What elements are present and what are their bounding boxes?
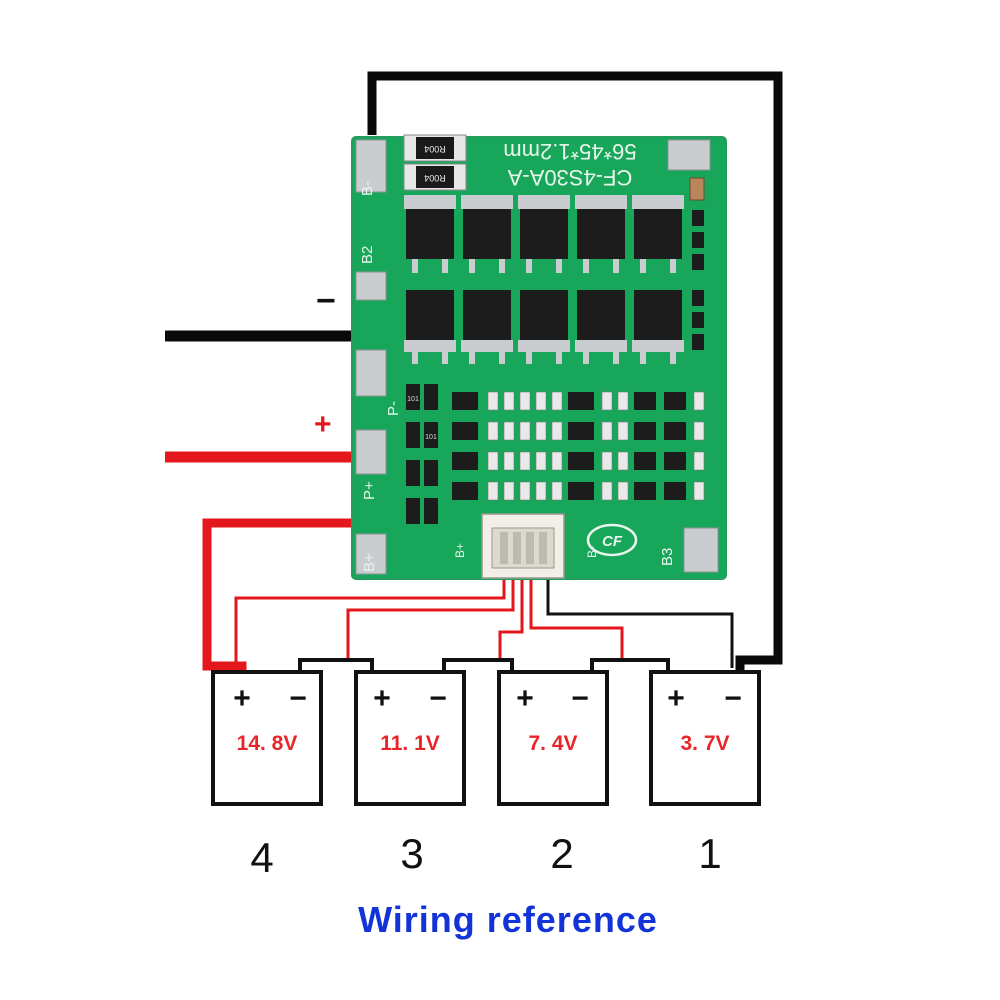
battery-2: + − 7. 4V xyxy=(497,670,609,806)
pad-label-b-minus-2: B- xyxy=(585,546,599,558)
bms-board: B- B2 P- P+ B+ B+ B- B3 56*45*1.2mm CF-4… xyxy=(351,134,727,580)
side-components xyxy=(692,210,704,350)
battery-3: + − 11. 1V xyxy=(354,670,466,806)
balance-wire-b0 xyxy=(546,578,734,668)
balance-wire-b2 xyxy=(498,578,524,662)
balance-wire-b4 xyxy=(234,578,506,672)
board-dims: 56*45*1.2mm xyxy=(503,139,636,164)
board-model: CF-4S30A-A xyxy=(507,165,632,190)
battery-1-plus: + xyxy=(667,682,685,715)
battery-4-number: 4 xyxy=(250,834,273,881)
cf-logo-text: CF xyxy=(602,533,623,550)
mosfets-bottom xyxy=(404,290,684,364)
battery-1-voltage: 3. 7V xyxy=(680,732,729,755)
battery-2-plus: + xyxy=(516,682,534,715)
pad-label-p-minus: P- xyxy=(385,401,402,416)
black-wire-bminus xyxy=(367,71,783,672)
balance-connector xyxy=(481,513,565,579)
pad-label-b-plus-2: B+ xyxy=(453,543,467,558)
left-resistors: 101 101 xyxy=(406,384,438,524)
balance-wires xyxy=(234,578,734,672)
battery-3-voltage: 11. 1V xyxy=(380,732,440,755)
battery-3-plus: + xyxy=(373,682,391,715)
battery-2-voltage: 7. 4V xyxy=(528,732,577,755)
series-links xyxy=(298,658,670,672)
battery-2-minus: − xyxy=(571,682,589,715)
output-plus-label: + xyxy=(314,408,332,441)
sense-resistors: R004 R004 xyxy=(403,134,467,191)
battery-1: + − 3. 7V xyxy=(649,670,761,806)
battery-4: + − 14. 8V xyxy=(211,670,323,806)
battery-4-voltage: 14. 8V xyxy=(237,732,298,755)
ic-grid xyxy=(452,391,705,501)
svg-text:101: 101 xyxy=(407,396,419,403)
battery-3-number: 3 xyxy=(400,830,423,877)
battery-4-plus: + xyxy=(233,682,251,715)
svg-text:R004: R004 xyxy=(424,144,446,154)
battery-1-minus: − xyxy=(724,682,742,715)
mosfets-top xyxy=(404,195,684,273)
cf-logo: CF xyxy=(586,523,638,557)
red-wire-bplus xyxy=(202,518,355,672)
svg-text:101: 101 xyxy=(425,434,437,441)
battery-4-minus: − xyxy=(289,682,307,715)
battery-1-number: 1 xyxy=(698,830,721,877)
pad-label-b2: B2 xyxy=(359,246,376,264)
balance-wire-b1 xyxy=(529,578,624,662)
pad-label-b3: B3 xyxy=(659,548,676,566)
pad-label-b-plus: B+ xyxy=(361,553,378,572)
svg-text:R004: R004 xyxy=(424,173,446,183)
edge-pads xyxy=(355,139,719,575)
battery-2-number: 2 xyxy=(550,830,573,877)
caption: Wiring reference xyxy=(358,899,658,940)
balance-wire-b3 xyxy=(346,578,515,662)
battery-3-minus: − xyxy=(429,682,447,715)
pad-label-b-minus: B- xyxy=(359,181,376,196)
output-minus-label: − xyxy=(316,282,336,320)
pad-label-p-plus: P+ xyxy=(361,481,378,500)
